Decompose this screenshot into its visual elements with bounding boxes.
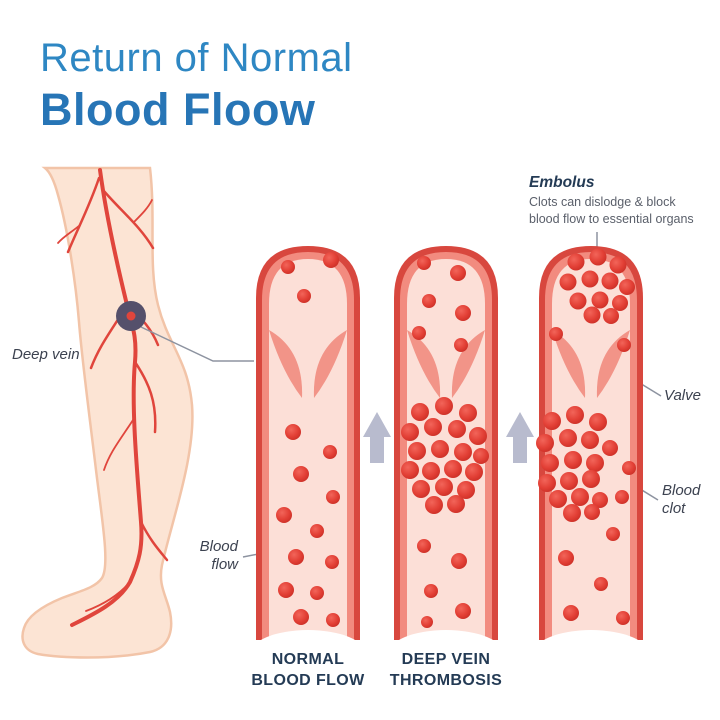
deep-vein-connector (140, 326, 254, 362)
page-title-line1: Return of Normal (40, 36, 353, 80)
caption-dvt-line1: DEEP VEIN (401, 651, 491, 668)
valve-flaps (269, 330, 347, 398)
deep-vein-label: Deep vein (12, 346, 80, 363)
vessel-embolus (533, 246, 649, 678)
embolus-clot-cluster (559, 248, 635, 324)
vessel-dvt (388, 246, 504, 678)
caption-normal-line1: NORMAL (271, 651, 345, 668)
caption-dvt-line2: THROMBOSIS (389, 671, 503, 689)
vessel-opening-cut (388, 630, 504, 678)
vein-network (57, 168, 169, 627)
caption-normal-blood-flow: NORMAL BLOOD FLOW (232, 650, 384, 692)
up-arrow-left (363, 412, 391, 463)
caption-deep-vein-thrombosis: DEEP VEIN THROMBOSIS (370, 650, 522, 692)
embolus-label: Embolus (529, 174, 595, 191)
valve-flaps (407, 330, 485, 398)
vessel-opening-cut (533, 630, 649, 678)
up-arrow-right (506, 412, 534, 463)
blood-cells-embolus (549, 327, 636, 625)
embolus-description: Clots can dislodge & block blood flow to… (529, 195, 694, 226)
dvt-clot-cluster (401, 397, 489, 514)
vessel-normal (250, 246, 366, 678)
leg-illustration (21, 166, 194, 659)
blood-cells-dvt (412, 256, 471, 628)
page-title-line2: Blood Floow (40, 84, 316, 135)
blood-clot-cluster (536, 406, 618, 522)
valve-label: Valve (664, 387, 701, 404)
blood-cells-normal (276, 252, 340, 627)
blood-clot-label: Blood clot (662, 482, 701, 517)
vessel-opening-cut (250, 630, 366, 678)
deep-vein-marker (116, 301, 146, 331)
caption-normal-line2: BLOOD FLOW (251, 671, 365, 689)
blood-flow-label: Blood flow (199, 538, 238, 573)
